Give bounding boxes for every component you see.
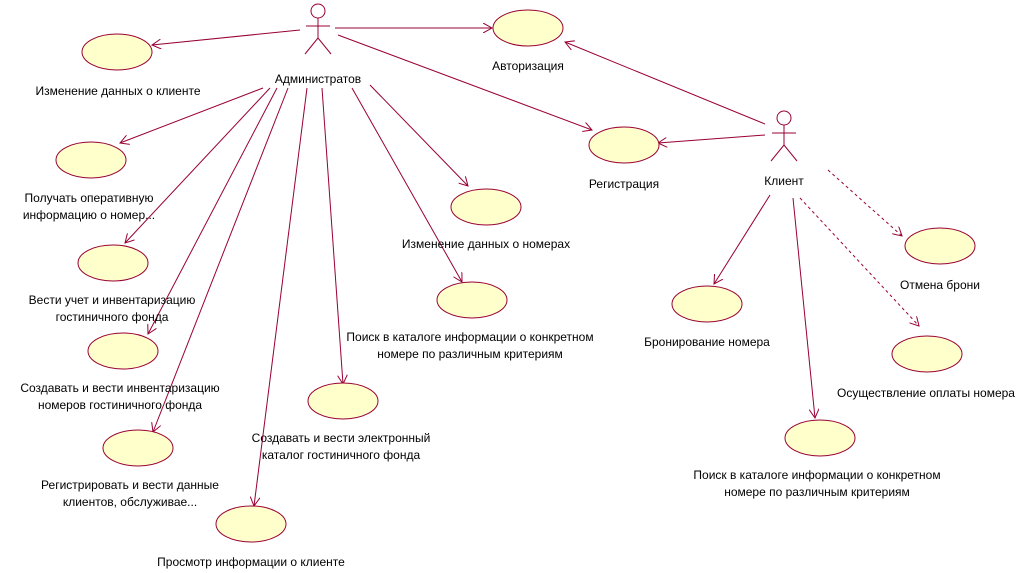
use-case-cancel[interactable]: Отмена брони	[900, 227, 980, 292]
use-case-label: Регистрировать и вести данные	[41, 478, 219, 492]
use-case-label: Вести учет и инвентаризацию	[29, 293, 196, 307]
use-case-label: гостиничного фонда	[56, 310, 169, 324]
use-case-label: номере по различным критериям	[724, 485, 910, 499]
use-case-label: Создавать и вести инвентаризацию	[20, 381, 219, 395]
actor-leg-right	[317, 37, 332, 55]
associations	[120, 28, 919, 506]
use-case-label: Авторизация	[492, 59, 564, 73]
use-case-label: Бронирование номера	[644, 335, 770, 349]
edge-admin-inventory	[148, 87, 278, 334]
use-case-label: Получать оперативную	[25, 191, 154, 205]
edge-admin-register-clients	[153, 87, 289, 432]
actor-admin[interactable]: Администратов	[275, 3, 361, 86]
edge-client-search	[792, 197, 815, 418]
use-case-label: номеров гостиничного фонда	[38, 398, 202, 412]
edge-admin-search	[351, 87, 462, 282]
use-case-label: Создавать и вести электронный	[252, 431, 431, 445]
use-case-auth[interactable]: Авторизация	[492, 9, 564, 73]
edge-admin-view-client	[254, 87, 308, 506]
actor-client[interactable]: Клиент	[764, 110, 804, 188]
use-case-label: клиентов, обслуживае...	[63, 495, 197, 509]
edge-client-registration	[658, 134, 766, 143]
use-case-booking[interactable]: Бронирование номера	[644, 285, 770, 349]
use-case-registration[interactable]: Регистрация	[588, 126, 660, 191]
edge-admin-accounting	[125, 87, 271, 243]
use-case-label: информацию о номер...	[23, 208, 155, 222]
edge-admin-registration	[337, 34, 592, 130]
actor-leg-left	[770, 144, 785, 162]
use-case-inventory[interactable]: Создавать и вести инвентаризацию номеров…	[20, 332, 220, 412]
actor-head	[776, 110, 792, 126]
use-case-label: каталог гостиничного фонда	[262, 448, 421, 462]
use-case-label: Изменение данных о клиенте	[35, 84, 200, 98]
use-case-search-admin[interactable]: Поиск в каталоге информации о конкретном…	[346, 281, 594, 361]
edge-client-cancel	[827, 169, 902, 236]
actor-client-label: Клиент	[764, 174, 804, 188]
use-case-label: Изменение данных о номерах	[402, 237, 570, 251]
actor-leg-right	[783, 144, 798, 162]
use-case-register-clients[interactable]: Регистрировать и вести данные клиентов, …	[41, 429, 219, 509]
edge-admin-op-info	[120, 87, 264, 143]
actor-leg-left	[304, 37, 319, 55]
use-case-label: Поиск в каталоге информации о конкретном	[693, 468, 940, 482]
edge-client-auth	[565, 42, 766, 125]
use-case-label: Просмотр информации о клиенте	[157, 555, 345, 569]
use-case-catalog[interactable]: Создавать и вести электронный каталог го…	[252, 382, 431, 462]
use-case-accounting[interactable]: Вести учет и инвентаризацию гостиничного…	[29, 244, 196, 324]
use-case-search-client[interactable]: Поиск в каталоге информации о конкретном…	[693, 419, 941, 499]
use-case-view-client[interactable]: Просмотр информации о клиенте	[157, 505, 345, 569]
use-case-edit-client[interactable]: Изменение данных о клиенте	[35, 33, 201, 98]
use-case-label: Регистрация	[589, 177, 659, 191]
actor-head	[310, 3, 326, 19]
edge-client-payment	[799, 197, 919, 326]
edge-admin-edit-rooms	[369, 84, 468, 186]
actor-admin-label: Администратов	[275, 72, 361, 86]
use-case-edit-rooms[interactable]: Изменение данных о номерах	[402, 188, 570, 251]
use-case-op-info[interactable]: Получать оперативную информацию о номер.…	[23, 141, 155, 222]
use-case-label: Отмена брони	[900, 278, 980, 292]
use-case-label: Поиск в каталоге информации о конкретном	[346, 330, 593, 344]
edge-admin-edit-client	[152, 29, 301, 45]
use-case-payment[interactable]: Осуществление оплаты номера	[837, 335, 1015, 400]
use-case-label: номере по различным критериям	[377, 347, 563, 361]
edge-admin-catalog	[321, 87, 343, 384]
use-case-label: Осуществление оплаты номера	[837, 386, 1015, 400]
edge-client-booking	[714, 194, 771, 284]
